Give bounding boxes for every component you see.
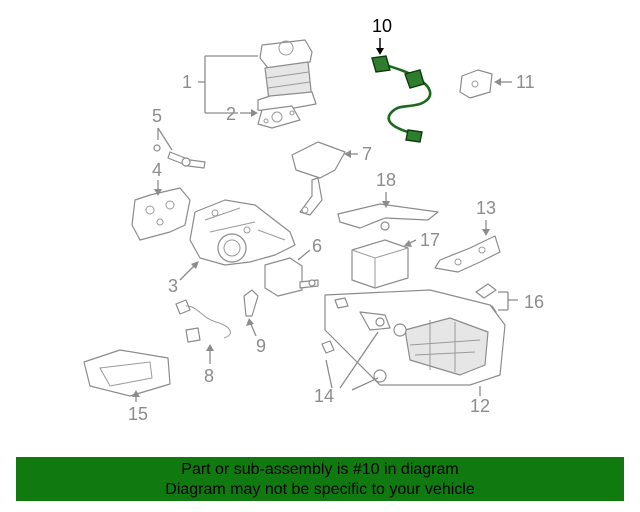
banner-line-1: Part or sub-assembly is #10 in diagram: [181, 461, 459, 478]
callout-5[interactable]: 5: [152, 106, 162, 126]
callout-17[interactable]: 17: [420, 230, 440, 250]
callout-4[interactable]: 4: [152, 160, 162, 180]
callout-18[interactable]: 18: [376, 170, 396, 190]
callout-15[interactable]: 15: [128, 404, 148, 424]
callout-9[interactable]: 9: [256, 336, 266, 356]
callout-3[interactable]: 3: [168, 276, 178, 296]
part-10-oxygen-sensor[interactable]: [371, 55, 432, 143]
info-banner: Part or sub-assembly is #10 in diagram D…: [16, 457, 624, 501]
callout-2[interactable]: 2: [226, 104, 236, 124]
part-6-solenoid[interactable]: [264, 257, 319, 297]
part-8-sensor-harness[interactable]: [175, 299, 231, 343]
part-17-canister[interactable]: [351, 239, 409, 289]
banner-line-2: Diagram may not be specific to your vehi…: [165, 481, 475, 498]
callout-1[interactable]: 1: [182, 72, 192, 92]
part-9-sensor[interactable]: [243, 289, 259, 317]
part-11-bracket[interactable]: [459, 69, 493, 99]
part-5-bolt[interactable]: [153, 144, 206, 169]
part-4-bracket-plate[interactable]: [131, 187, 191, 241]
callout-11[interactable]: 11: [516, 72, 535, 92]
callout-16[interactable]: 16: [524, 292, 544, 312]
leader-1: [198, 55, 258, 113]
callout-13[interactable]: 13: [476, 198, 496, 218]
callout-8[interactable]: 8: [204, 366, 214, 386]
part-14-clips[interactable]: [321, 297, 391, 383]
callout-7[interactable]: 7: [362, 144, 372, 164]
part-7-bracket[interactable]: [291, 141, 346, 216]
callout-6[interactable]: 6: [312, 236, 322, 256]
part-13-bracket[interactable]: [434, 235, 501, 273]
part-18-heat-shield[interactable]: [337, 203, 439, 231]
part-1-egr-valve[interactable]: [257, 39, 317, 113]
part-3-intake-housing[interactable]: [189, 199, 296, 266]
part-15-skid-plate[interactable]: [83, 349, 171, 397]
callout-14[interactable]: 14: [314, 386, 334, 406]
part-2-gasket[interactable]: [257, 105, 301, 129]
callout-12[interactable]: 12: [470, 396, 490, 416]
parts-diagram: 1 2 5 4 3 7 6: [83, 16, 544, 424]
callout-10[interactable]: 10: [372, 16, 392, 36]
